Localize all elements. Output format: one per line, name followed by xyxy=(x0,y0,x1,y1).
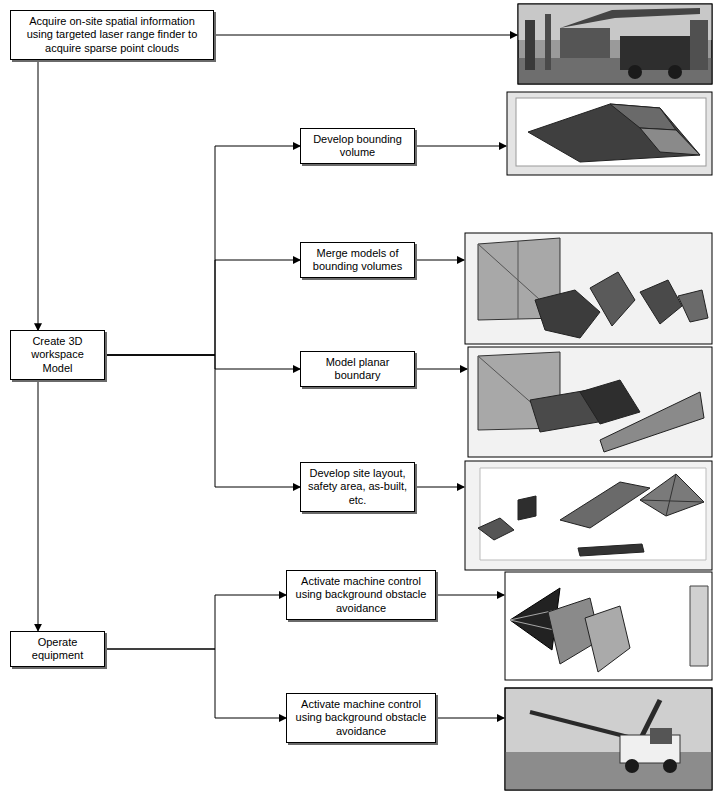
box-label: Merge models of bounding volumes xyxy=(306,247,409,273)
flow-connector xyxy=(38,60,39,330)
box-label: Activate machine control using backgroun… xyxy=(292,698,430,738)
process-box: Model planar boundary xyxy=(300,351,415,387)
site-layout-plot xyxy=(465,461,712,570)
crane-photo xyxy=(505,688,712,790)
merged-volumes-plot xyxy=(465,233,712,344)
illustration-arrows xyxy=(214,35,517,718)
process-box: Develop bounding volume xyxy=(300,128,415,164)
flow-connector xyxy=(105,146,300,355)
box-label: Acquire on-site spatial information usin… xyxy=(16,15,208,55)
obstacle-avoidance-plot xyxy=(505,572,712,680)
flow-connector xyxy=(105,260,300,355)
process-box: Activate machine control using backgroun… xyxy=(286,570,436,620)
flow-connector xyxy=(105,355,300,487)
box-label: Model planar boundary xyxy=(306,356,409,382)
process-box: Develop site layout, safety area, as-bui… xyxy=(300,462,415,512)
planar-boundary-plot xyxy=(468,347,712,457)
flow-connector xyxy=(105,649,286,718)
process-box: Operate equipment xyxy=(10,631,105,667)
process-box: Activate machine control using backgroun… xyxy=(286,693,436,743)
process-box: Acquire on-site spatial information usin… xyxy=(10,10,214,60)
site-photo xyxy=(518,4,712,84)
flow-connector xyxy=(105,595,286,649)
flow-connector xyxy=(105,355,300,369)
flow-connector xyxy=(38,380,39,631)
process-box: Create 3D workspace Model xyxy=(10,330,105,380)
box-label: Activate machine control using backgroun… xyxy=(292,575,430,615)
box-label: Operate equipment xyxy=(16,636,99,662)
box-label: Develop bounding volume xyxy=(306,133,409,159)
bounding-volume-plot xyxy=(507,92,712,175)
box-label: Create 3D workspace Model xyxy=(16,335,99,375)
process-box: Merge models of bounding volumes xyxy=(300,242,415,278)
box-label: Develop site layout, safety area, as-bui… xyxy=(306,467,409,507)
